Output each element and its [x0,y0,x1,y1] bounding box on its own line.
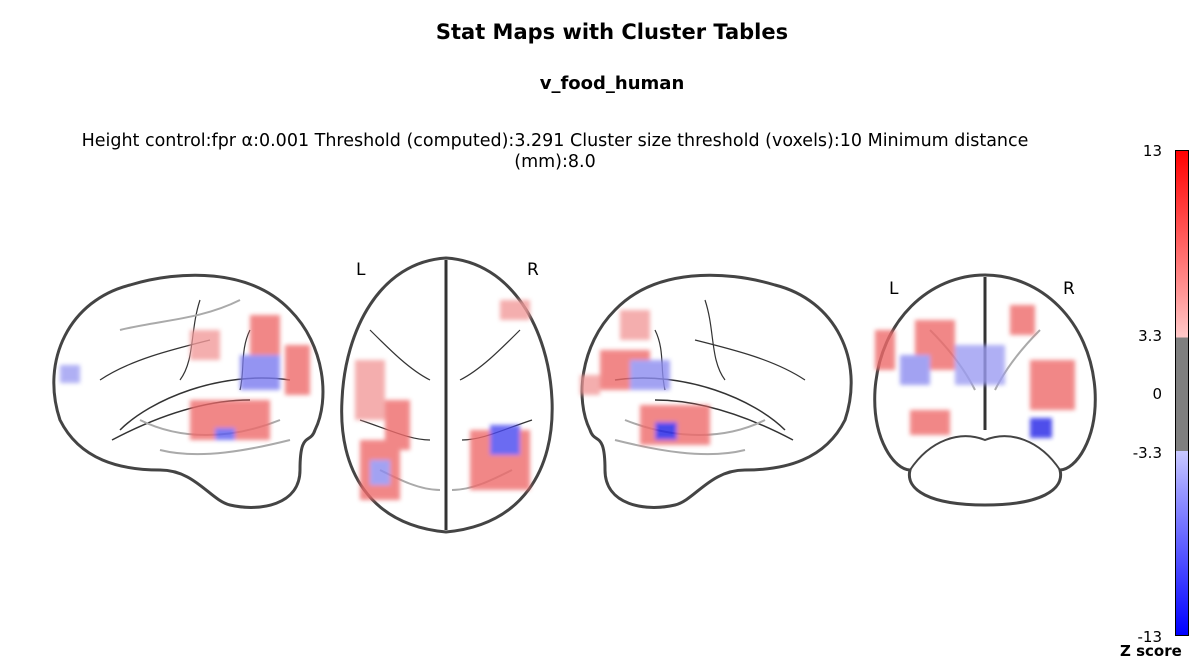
sagittal-view-right [580,273,853,509]
coronal-view [873,273,1097,507]
coronal-left-label: L [889,279,899,299]
colorbar-label: Z score [1120,642,1182,660]
colorbar-tick-threshold-pos: 3.3 [1138,327,1162,345]
colorbar-tick-zero: 0 [1152,385,1162,403]
sagittal-view [52,273,325,509]
colorbar-tick-threshold-neg: -3.3 [1132,444,1162,462]
axial-left-label: L [356,260,366,280]
contrast-name: v_food_human [539,73,685,94]
coronal-right-label: R [1063,279,1075,299]
axial-right-label: R [527,260,539,280]
colorbar-tick-max: 13 [1142,142,1162,160]
colorbar-tick-min: -13 [1137,628,1163,646]
axial-view [340,256,554,534]
colorbar [1175,150,1189,636]
figure-title: Stat Maps with Cluster Tables [435,20,789,44]
threshold-parameters: Height control:fpr α:0.001 Threshold (co… [81,131,1029,172]
